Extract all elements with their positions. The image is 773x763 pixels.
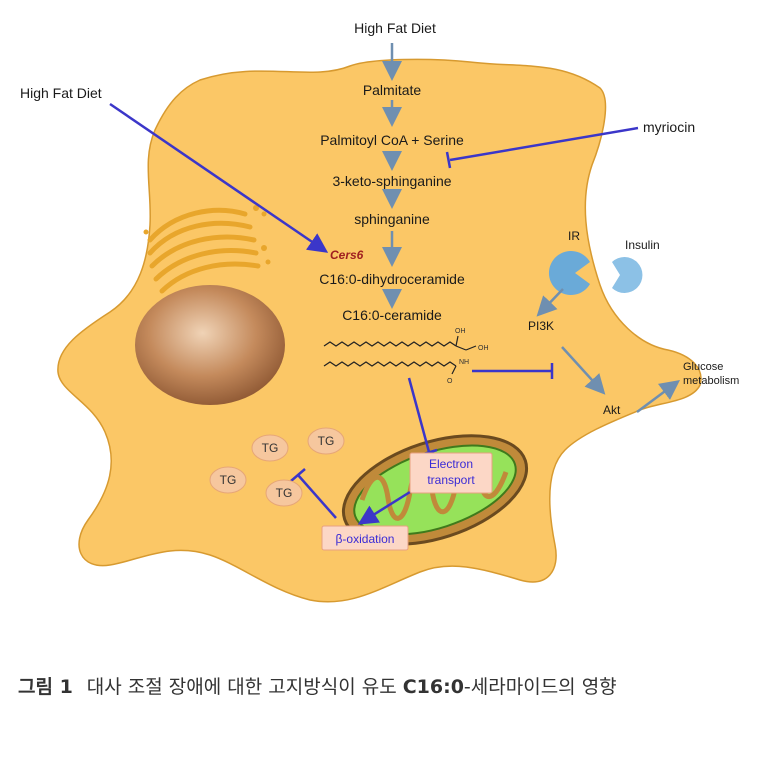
akt-inhibition: [472, 363, 554, 379]
insulin-receptor-icon: [548, 251, 643, 296]
diagram-canvas: High Fat Diet High Fat Diet Palmitate Pa…: [20, 20, 739, 603]
tg-label-3: TG: [220, 473, 237, 487]
hfd-left-label: High Fat Diet: [20, 85, 102, 101]
high-fat-diet-arrow: [109, 102, 329, 253]
metabolism-label: metabolism: [683, 375, 739, 387]
caption-label: 그림 1: [18, 676, 73, 698]
transport-label: transport: [427, 473, 475, 487]
beta-oxidation-label: β-oxidation: [336, 532, 395, 546]
hfd-top-label: High Fat Diet: [354, 20, 436, 36]
nh-label: NH: [459, 359, 469, 366]
golgi-vesicles: [143, 205, 271, 265]
electron-transport-box: [409, 452, 493, 494]
pi3k-label: PI3K: [528, 319, 554, 333]
tg-label-4: TG: [276, 486, 293, 500]
insulin-label: Insulin: [625, 238, 660, 252]
oh-label-1: OH: [455, 328, 466, 335]
oh-label-2: OH: [478, 345, 489, 352]
tg-label-1: TG: [262, 441, 279, 455]
tg-droplets: [209, 427, 345, 507]
figure: High Fat Diet High Fat Diet Palmitate Pa…: [20, 20, 739, 603]
ceramide-label: C16:0-ceramide: [342, 307, 442, 323]
cell-body: [57, 58, 702, 603]
golgi-apparatus: [147, 207, 261, 294]
caption-text-b: -세라마이드의 영향: [463, 676, 617, 698]
palmitoyl-label: Palmitoyl CoA + Serine: [320, 132, 464, 148]
dihydroceramide-label: C16:0-dihydroceramide: [319, 271, 465, 287]
beta-oxidation-arrow: [357, 490, 411, 525]
glucose-label: Glucose: [683, 361, 723, 373]
myriocin-label: myriocin: [643, 119, 695, 135]
keto-label: 3-keto-sphinganine: [332, 173, 451, 189]
tg-label-2: TG: [318, 434, 335, 448]
nucleus: [135, 285, 285, 405]
palmitate-label: Palmitate: [363, 82, 422, 98]
o-label: O: [447, 378, 453, 385]
electron-label: Electron: [429, 457, 473, 471]
sphinganine-label: sphinganine: [354, 211, 430, 227]
ir-label: IR: [568, 229, 580, 243]
ceramide-structure: [323, 335, 477, 375]
figure-caption: 그림 1 대사 조절 장애에 대한 고지방식이 유도 C16:0-세라마이드의 영…: [18, 662, 758, 712]
caption-text-bold: C16:0: [402, 676, 464, 698]
tg-inhibition: [290, 468, 337, 519]
caption-text-a: 대사 조절 장애에 대한 고지방식이 유도: [86, 676, 403, 698]
myriocin-inhibition: [445, 126, 639, 169]
akt-label: Akt: [603, 403, 621, 417]
beta-oxidation-box: [321, 525, 409, 551]
pathway-arrows: [382, 43, 681, 414]
cers6-label: Cers6: [330, 248, 364, 262]
